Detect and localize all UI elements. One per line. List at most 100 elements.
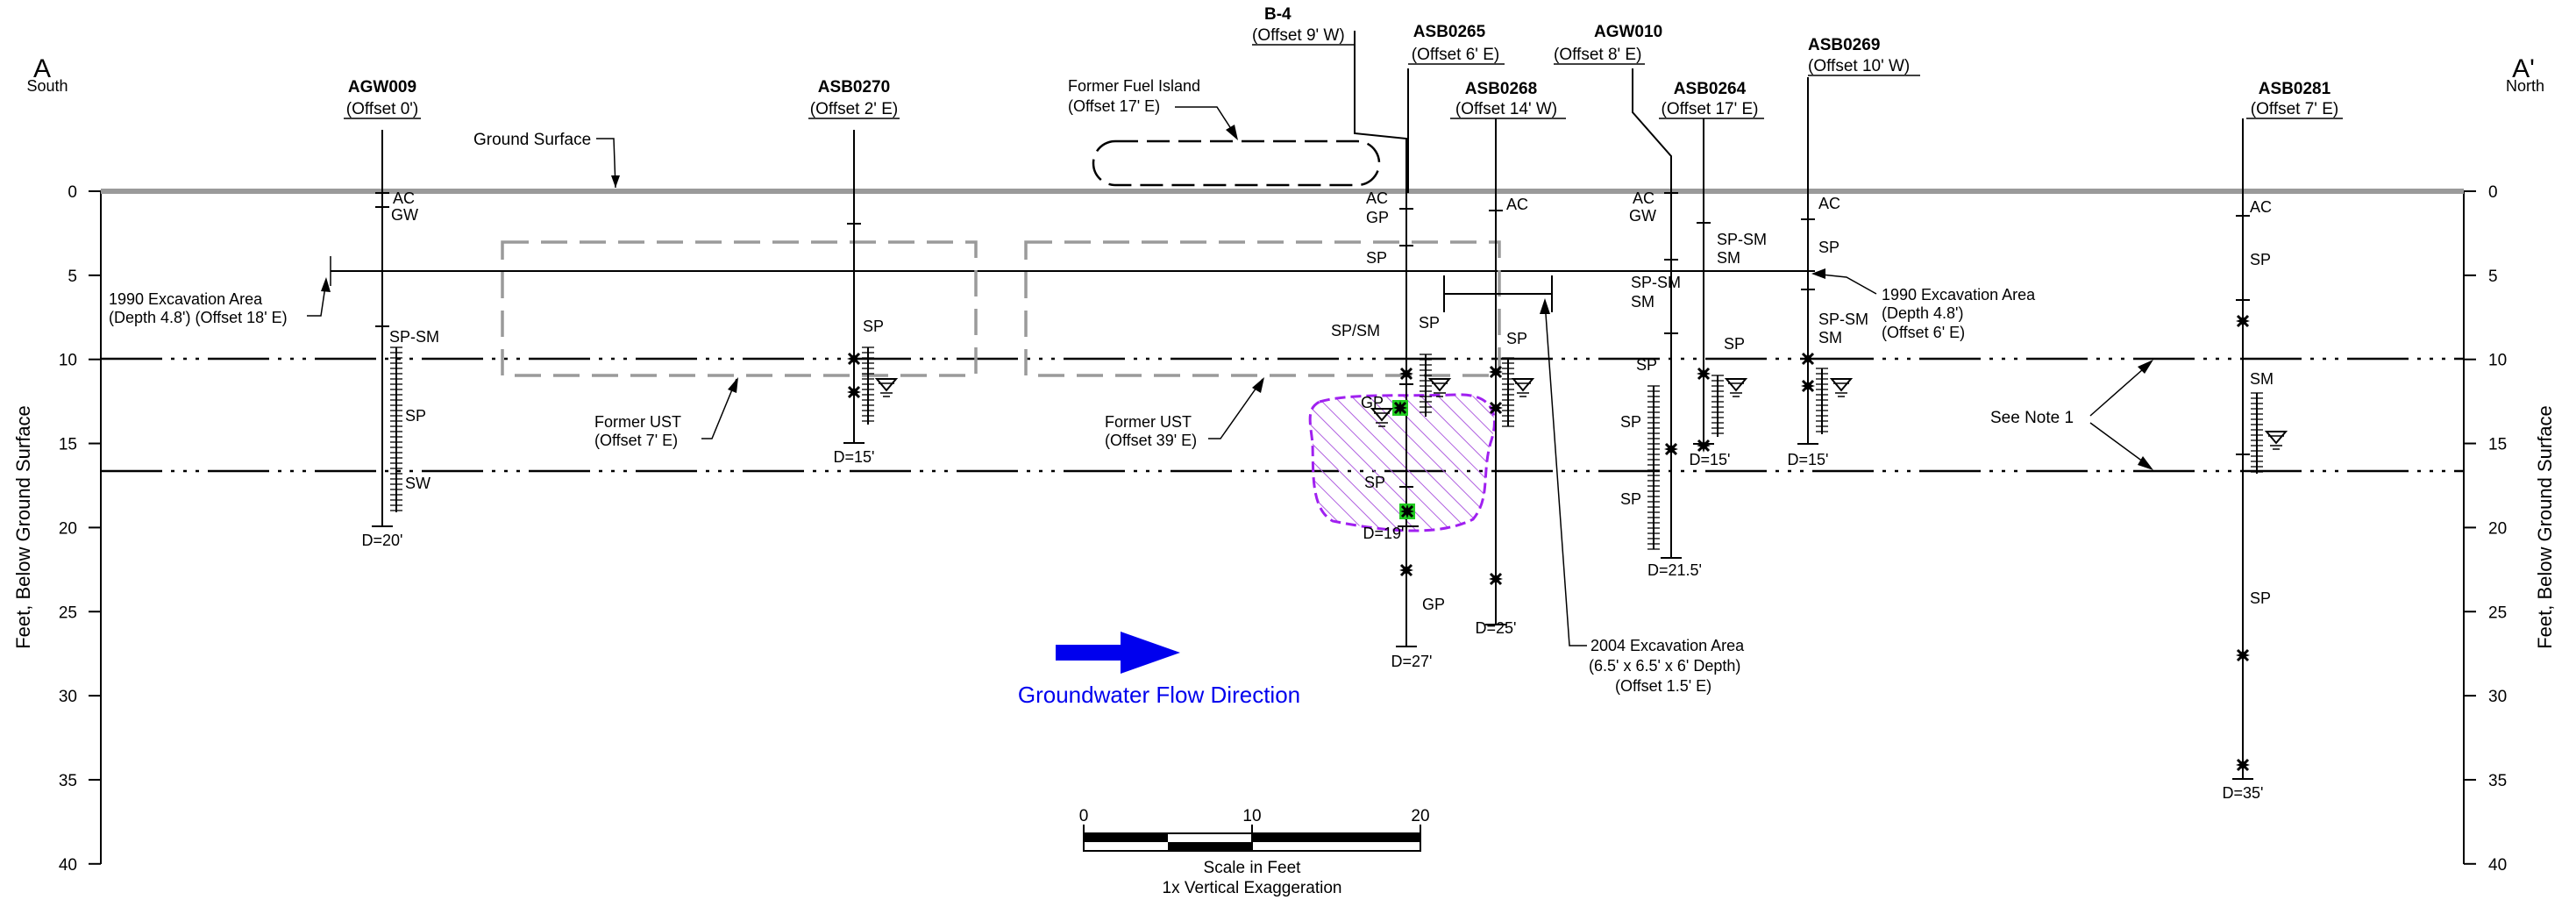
scale-exaggeration: 1x Vertical Exaggeration [1163,879,1342,897]
note-line: Former Fuel Island [1068,77,1200,95]
scale-tick-20: 20 [1411,807,1429,825]
axis-tick-label: 30 [59,688,77,706]
ground-surface-leader [596,138,616,189]
scale-bar: 0 10 20 Scale in Feet 1x Vertical Exagge… [1079,807,1430,897]
right-axis-title: Feet, Below Ground Surface [2534,405,2556,649]
axis-tick-label: 0 [2488,183,2498,202]
boring-agw010: AGW010 (Offset 8' E) D=21.5' AC GW SP-SM… [1554,23,1702,579]
note-line: Former UST [1105,413,1192,431]
lith-label: SM [2250,370,2274,388]
boring-asb0281: ASB0281 (Offset 7' E) D=35' AC SP SM SP [2223,80,2343,802]
left-axis-title: Feet, Below Ground Surface [12,405,34,649]
boring-asb0270: ASB0270 (Offset 2' E) D=15' SP [808,78,900,466]
note-line: (Offset 6' E) [1882,324,1965,341]
gw-range-lines [101,357,2464,473]
boring-offset: (Offset 2' E) [810,100,898,118]
boring-depth: D=21.5' [1647,561,1702,579]
boring-depth: D=27' [1391,653,1433,670]
axis-tick-label: 10 [59,352,77,370]
see-note-1: See Note 1 [1990,360,2153,470]
lith-label: SP-SM [389,328,439,346]
note-line: (Depth 4.8') (Offset 18' E) [109,309,288,326]
boring-offset: (Offset 17' E) [1662,100,1759,118]
boring-offset: (Offset 0') [346,100,418,118]
axis-tick-label: 5 [2488,268,2498,286]
former-fuel-island [1092,139,1381,187]
note-line: 2004 Excavation Area [1590,637,1745,654]
boring-name: ASB0281 [2259,80,2331,98]
axis-tick-label: 5 [68,268,77,286]
scale-title: Scale in Feet [1204,859,1302,877]
boring-offset: (Offset 14' W) [1455,100,1557,118]
lith-label: SP [1364,474,1385,491]
boring-name: AGW010 [1594,23,1662,41]
lith-label: SW [405,475,431,492]
lith-label: GP [1361,394,1384,411]
boring-name: ASB0268 [1465,80,1537,98]
former-ust-2 [1024,240,1501,377]
lith-label: SP [2250,589,2271,607]
note-line: Former UST [594,413,681,431]
former-ust-1 [501,240,978,377]
axis-tick-label: 20 [2488,519,2507,538]
boring-depth: D=20' [362,532,403,549]
boring-offset: (Offset 7' E) [2251,100,2338,118]
impacted-soil-area [1308,393,1496,532]
lith-label: GW [1629,207,1656,225]
lith-label: AC [1366,189,1388,207]
boring-name: ASB0264 [1674,80,1747,98]
lith-label: GP [1366,209,1389,226]
note-line: (Depth 4.8') [1882,304,1963,322]
note-line: (Offset 1.5' E) [1615,677,1711,695]
boring-name: ASB0270 [818,78,890,96]
lith-label: GW [391,206,418,224]
well-screen-layer [390,346,2263,550]
axis-tick-label: 15 [2488,436,2507,454]
scale-tick-10: 10 [1242,807,1261,825]
note-text: See Note 1 [1990,409,2074,427]
axis-tick-label: 40 [2488,856,2507,875]
lith-label: AC [393,189,415,207]
section-start-direction: South [26,77,68,95]
boring-asb0265: ASB0265 (Offset 6' E) D=19' SP [1363,23,1505,542]
note-line: 1990 Excavation Area [109,290,263,308]
excavation-2004-bracket [1443,275,1553,312]
boring-asb0264: ASB0264 (Offset 17' E) D=15' SP-SM SM SP [1659,80,1767,468]
axis-tick-label: 25 [2488,604,2507,622]
axis-tick-label: 0 [68,183,77,202]
boring-name: ASB0265 [1413,23,1486,41]
lith-label: SP [1506,330,1527,347]
boring-offset: (Offset 8' E) [1554,46,1641,64]
axis-tick-label: 40 [59,856,77,875]
boring-depth: D=25' [1476,619,1517,637]
axis-tick-label: 10 [2488,352,2507,370]
lith-label: SP [1724,335,1745,353]
axis-tick-label: 30 [2488,688,2507,706]
boring-asb0269: ASB0269 (Offset 10' W) D=15' AC SP SP-SM… [1788,36,1920,468]
lith-label: SP [405,407,426,425]
former-ust-1-note: Former UST (Offset 7' E) [594,377,738,449]
scale-tick-0: 0 [1079,807,1089,825]
lith-label: SP [1366,249,1387,267]
boring-name: B-4 [1264,5,1292,24]
axis-tick-label: 15 [59,436,77,454]
boring-offset: (Offset 9' W) [1252,26,1345,45]
lith-label: SP [1620,413,1641,431]
section-end-direction: North [2506,77,2544,95]
section-end-letter: A' [2512,54,2535,83]
axis-tick-label: 35 [2488,772,2507,790]
groundwater-flow-arrow [1056,632,1180,674]
lith-label: AC [1506,196,1528,213]
axis-tick-label: 20 [59,519,77,538]
note-line: (6.5' x 6.5' x 6' Depth) [1589,657,1740,675]
boring-depth: D=19' [1363,525,1405,542]
section-start-letter: A [33,54,51,83]
former-ust-2-note: Former UST (Offset 39' E) [1105,377,1264,449]
note-line: (Offset 39' E) [1105,432,1197,449]
lith-label: SP [2250,251,2271,268]
lith-label: AC [1633,189,1654,207]
lith-label: SP/SM [1331,322,1380,339]
lith-label-sm: SM [1717,249,1740,267]
